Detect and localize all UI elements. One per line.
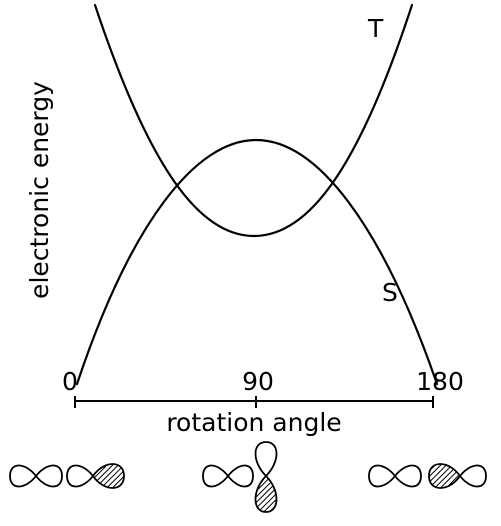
curve-label-s: S: [382, 278, 398, 307]
orbital-pair-parallel-icon: [9, 463, 125, 489]
curve-s: [75, 138, 439, 386]
curve-label-t: T: [367, 14, 384, 43]
tick-label-90: 90: [242, 367, 274, 396]
curve-t: [93, 3, 414, 238]
tick-label-0: 0: [62, 367, 78, 396]
tick-label-180: 180: [416, 367, 464, 396]
y-axis-label: electronic energy: [25, 81, 54, 299]
orbital-pair-antiparallel-icon: [368, 463, 487, 489]
orbital-pair-perpendicular-icon: [202, 441, 278, 513]
x-axis-label: rotation angle: [166, 408, 341, 437]
